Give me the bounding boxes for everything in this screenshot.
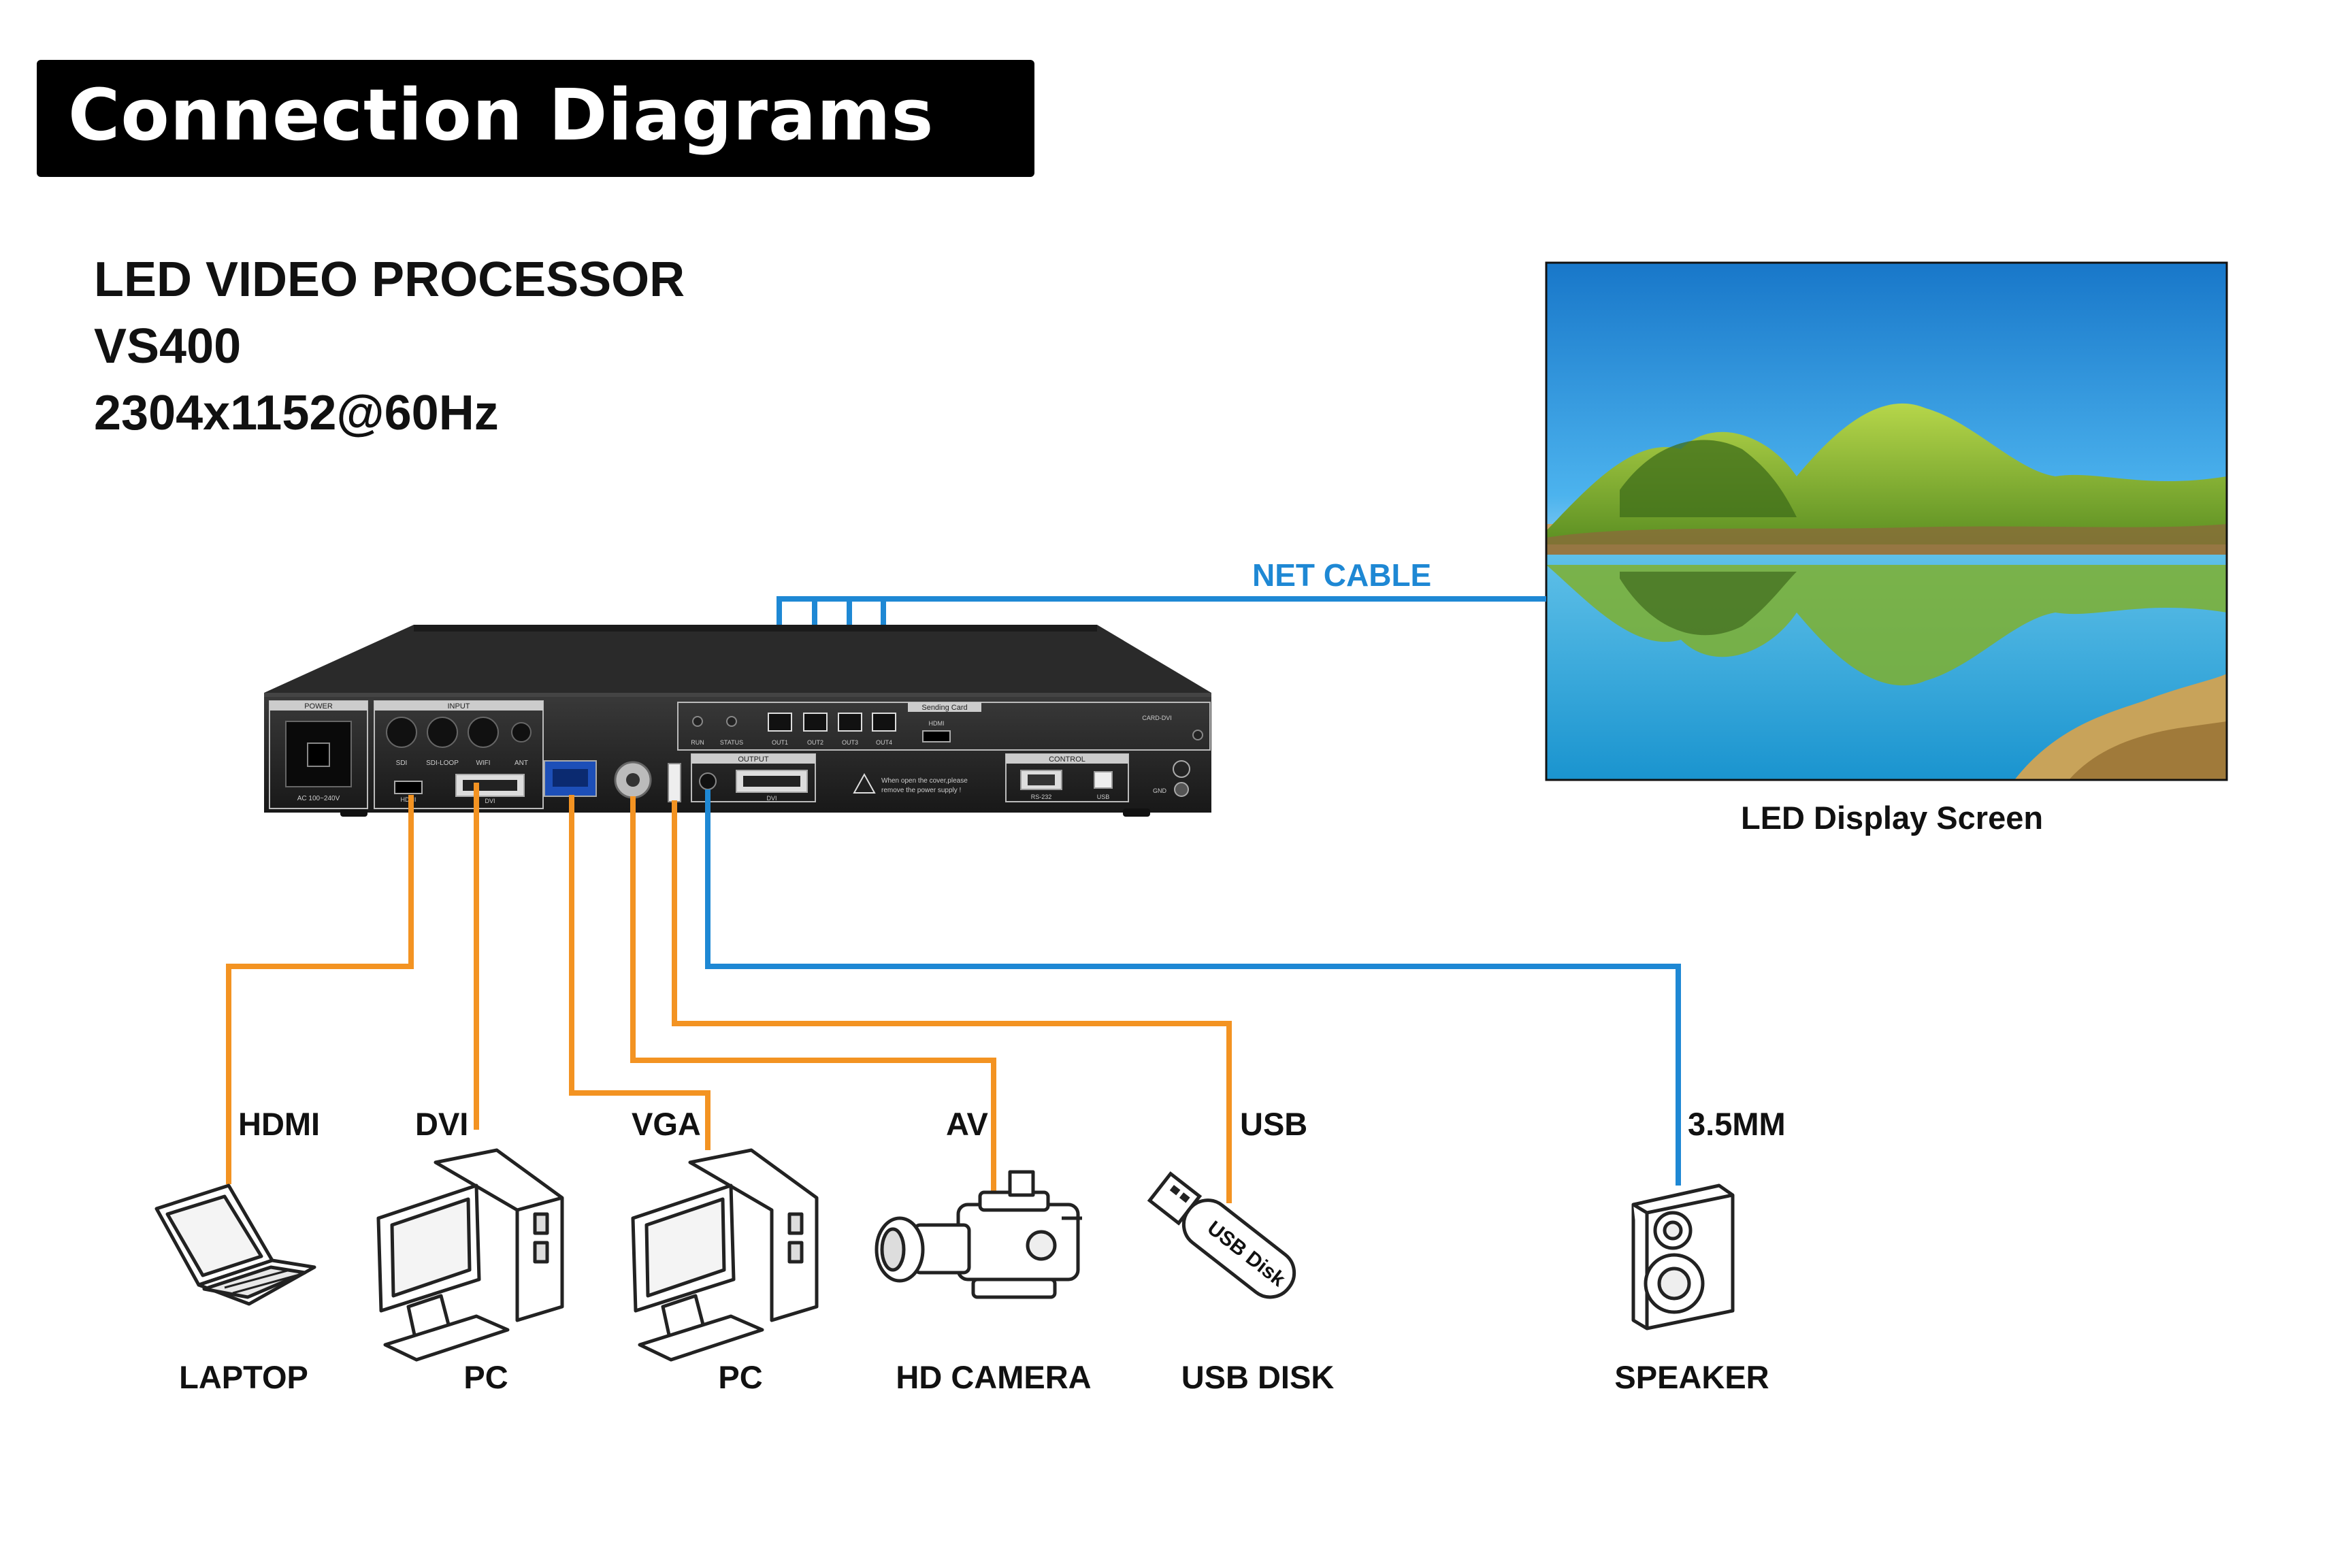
device-label-laptop: LAPTOP — [179, 1359, 308, 1395]
cable-vga — [569, 795, 710, 1150]
ac-label: AC 100~240V — [297, 795, 340, 802]
usb-disk-icon: USB Disk — [1147, 1171, 1296, 1299]
laptop-icon — [154, 1183, 316, 1306]
run-label: RUN — [691, 739, 704, 746]
cable-speaker — [705, 789, 1681, 1186]
port-ant: ANT — [514, 760, 528, 767]
port-wifi: WIFI — [476, 760, 490, 767]
out4-label: OUT4 — [876, 739, 892, 746]
speaker-icon — [1631, 1183, 1735, 1330]
product-name: LED VIDEO PROCESSOR — [94, 252, 685, 307]
product-model: VS400 — [94, 319, 242, 374]
camera-icon — [875, 1170, 1082, 1299]
device-label-hd-camera: HD CAMERA — [896, 1359, 1092, 1395]
usb-port-label: USB — [1097, 794, 1110, 800]
dvi-in-label: DVI — [485, 798, 495, 804]
port-sdi-loop: SDI-LOOP — [426, 760, 459, 767]
title-banner: Connection Diagrams — [37, 60, 1034, 177]
status-label: STATUS — [720, 739, 743, 746]
cable-av — [630, 796, 996, 1198]
warning-line2: remove the power supply ! — [881, 787, 961, 794]
card-dvi-label: CARD-DVI — [1142, 715, 1172, 721]
output-label: OUTPUT — [738, 755, 769, 764]
cable-label-usb: USB — [1240, 1106, 1308, 1142]
rs232-label: RS-232 — [1031, 794, 1052, 800]
power-label: POWER — [304, 702, 333, 710]
display-caption: LED Display Screen — [1741, 800, 2044, 836]
device-label-pc-2: PC — [718, 1359, 763, 1395]
out3-label: OUT3 — [842, 739, 858, 746]
warning-line1: When open the cover,please — [881, 777, 968, 785]
sending-card-label: Sending Card — [921, 704, 967, 712]
device-label-pc-1: PC — [463, 1359, 508, 1395]
cable-label-dvi: DVI — [415, 1106, 469, 1142]
led-display-screen — [1545, 261, 2228, 781]
vs400-device: POWER AC 100~240V INPUT SDI SDI-LOOP WIF… — [264, 625, 1211, 817]
net-cable-label: NET CABLE — [1252, 557, 1432, 593]
port-sdi: SDI — [396, 760, 408, 767]
gnd-label: GND — [1153, 787, 1167, 794]
pc-icon — [376, 1148, 564, 1362]
pc-icon-2 — [631, 1148, 819, 1362]
product-resolution: 2304x1152@60Hz — [94, 386, 499, 440]
device-label-speaker: SPEAKER — [1614, 1359, 1769, 1395]
cable-usb — [672, 800, 1232, 1203]
device-label-usb-disk: USB DISK — [1181, 1359, 1335, 1395]
page-title: Connection Diagrams — [68, 74, 934, 157]
cable-label-hdmi: HDMI — [238, 1106, 321, 1142]
cable-label-vga: VGA — [632, 1106, 701, 1142]
cable-label-av: AV — [946, 1106, 988, 1142]
out2-label: OUT2 — [807, 739, 823, 746]
out1-label: OUT1 — [772, 739, 788, 746]
cable-hdmi — [226, 795, 414, 1184]
rj45-ports — [768, 713, 896, 732]
cable-label-3-5mm: 3.5MM — [1688, 1106, 1786, 1142]
control-label: CONTROL — [1049, 755, 1085, 764]
input-label: INPUT — [448, 702, 470, 710]
hdmi-out-label: HDMI — [929, 720, 945, 727]
dvi-out-label: DVI — [766, 795, 777, 802]
